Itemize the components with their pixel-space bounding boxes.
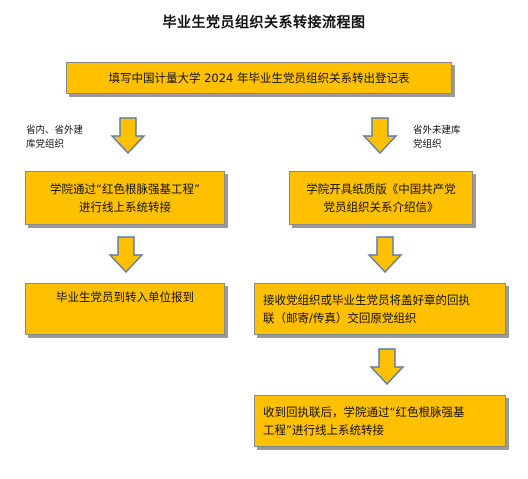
left-branch-label-line2: 库党组织 xyxy=(26,139,65,150)
down-arrow-icon xyxy=(110,117,146,155)
right-step3-line1: 收到回执联后，学院通过“红色根脉强基 xyxy=(263,405,465,419)
page-title: 毕业生党员组织关系转接流程图 xyxy=(162,15,366,31)
left-branch-label: 省内、省外建 库党组织 xyxy=(26,124,83,152)
right-branch-label: 省外未建库 党组织 xyxy=(413,124,461,152)
start-box-text: 填写中国计量大学 2024 年毕业生党员组织关系转出登记表 xyxy=(108,71,410,85)
right-step3-box: 收到回执联后，学院通过“红色根脉强基 工程”进行线上系统转接 xyxy=(254,395,506,447)
down-arrow-icon xyxy=(369,348,405,386)
left-step1-line2: 进行线上系统转接 xyxy=(79,200,171,214)
right-branch-label-line1: 省外未建库 xyxy=(413,125,461,136)
left-step2-text: 毕业生党员到转入单位报到 xyxy=(56,290,194,304)
right-step3-line2: 工程”进行线上系统转接 xyxy=(263,423,384,437)
down-arrow-icon xyxy=(362,117,398,155)
left-branch-label-line1: 省内、省外建 xyxy=(26,125,84,136)
right-step1-line2: 党员组织关系介绍信》 xyxy=(323,200,439,214)
start-box: 填写中国计量大学 2024 年毕业生党员组织关系转出登记表 xyxy=(66,62,452,94)
right-step2-line1: 接收党组织或毕业生党员将盖好章的回执 xyxy=(263,293,470,307)
down-arrow-icon xyxy=(108,236,144,274)
right-step1-line1: 学院开具纸质版《中国共产党 xyxy=(306,182,456,196)
right-step2-box: 接收党组织或毕业生党员将盖好章的回执 联（邮寄/传真）交回原党组织 xyxy=(254,283,506,335)
left-step1-box: 学院通过“红色根脉强基工程” 进行线上系统转接 xyxy=(25,171,225,225)
down-arrow-icon xyxy=(367,236,403,274)
right-step1-box: 学院开具纸质版《中国共产党 党员组织关系介绍信》 xyxy=(289,171,473,225)
right-step2-line2: 联（邮寄/传真）交回原党组织 xyxy=(263,311,417,325)
right-branch-label-line2: 党组织 xyxy=(413,139,442,150)
left-step1-line1: 学院通过“红色根脉强基工程” xyxy=(50,182,200,196)
left-step2-box: 毕业生党员到转入单位报到 xyxy=(25,283,225,335)
